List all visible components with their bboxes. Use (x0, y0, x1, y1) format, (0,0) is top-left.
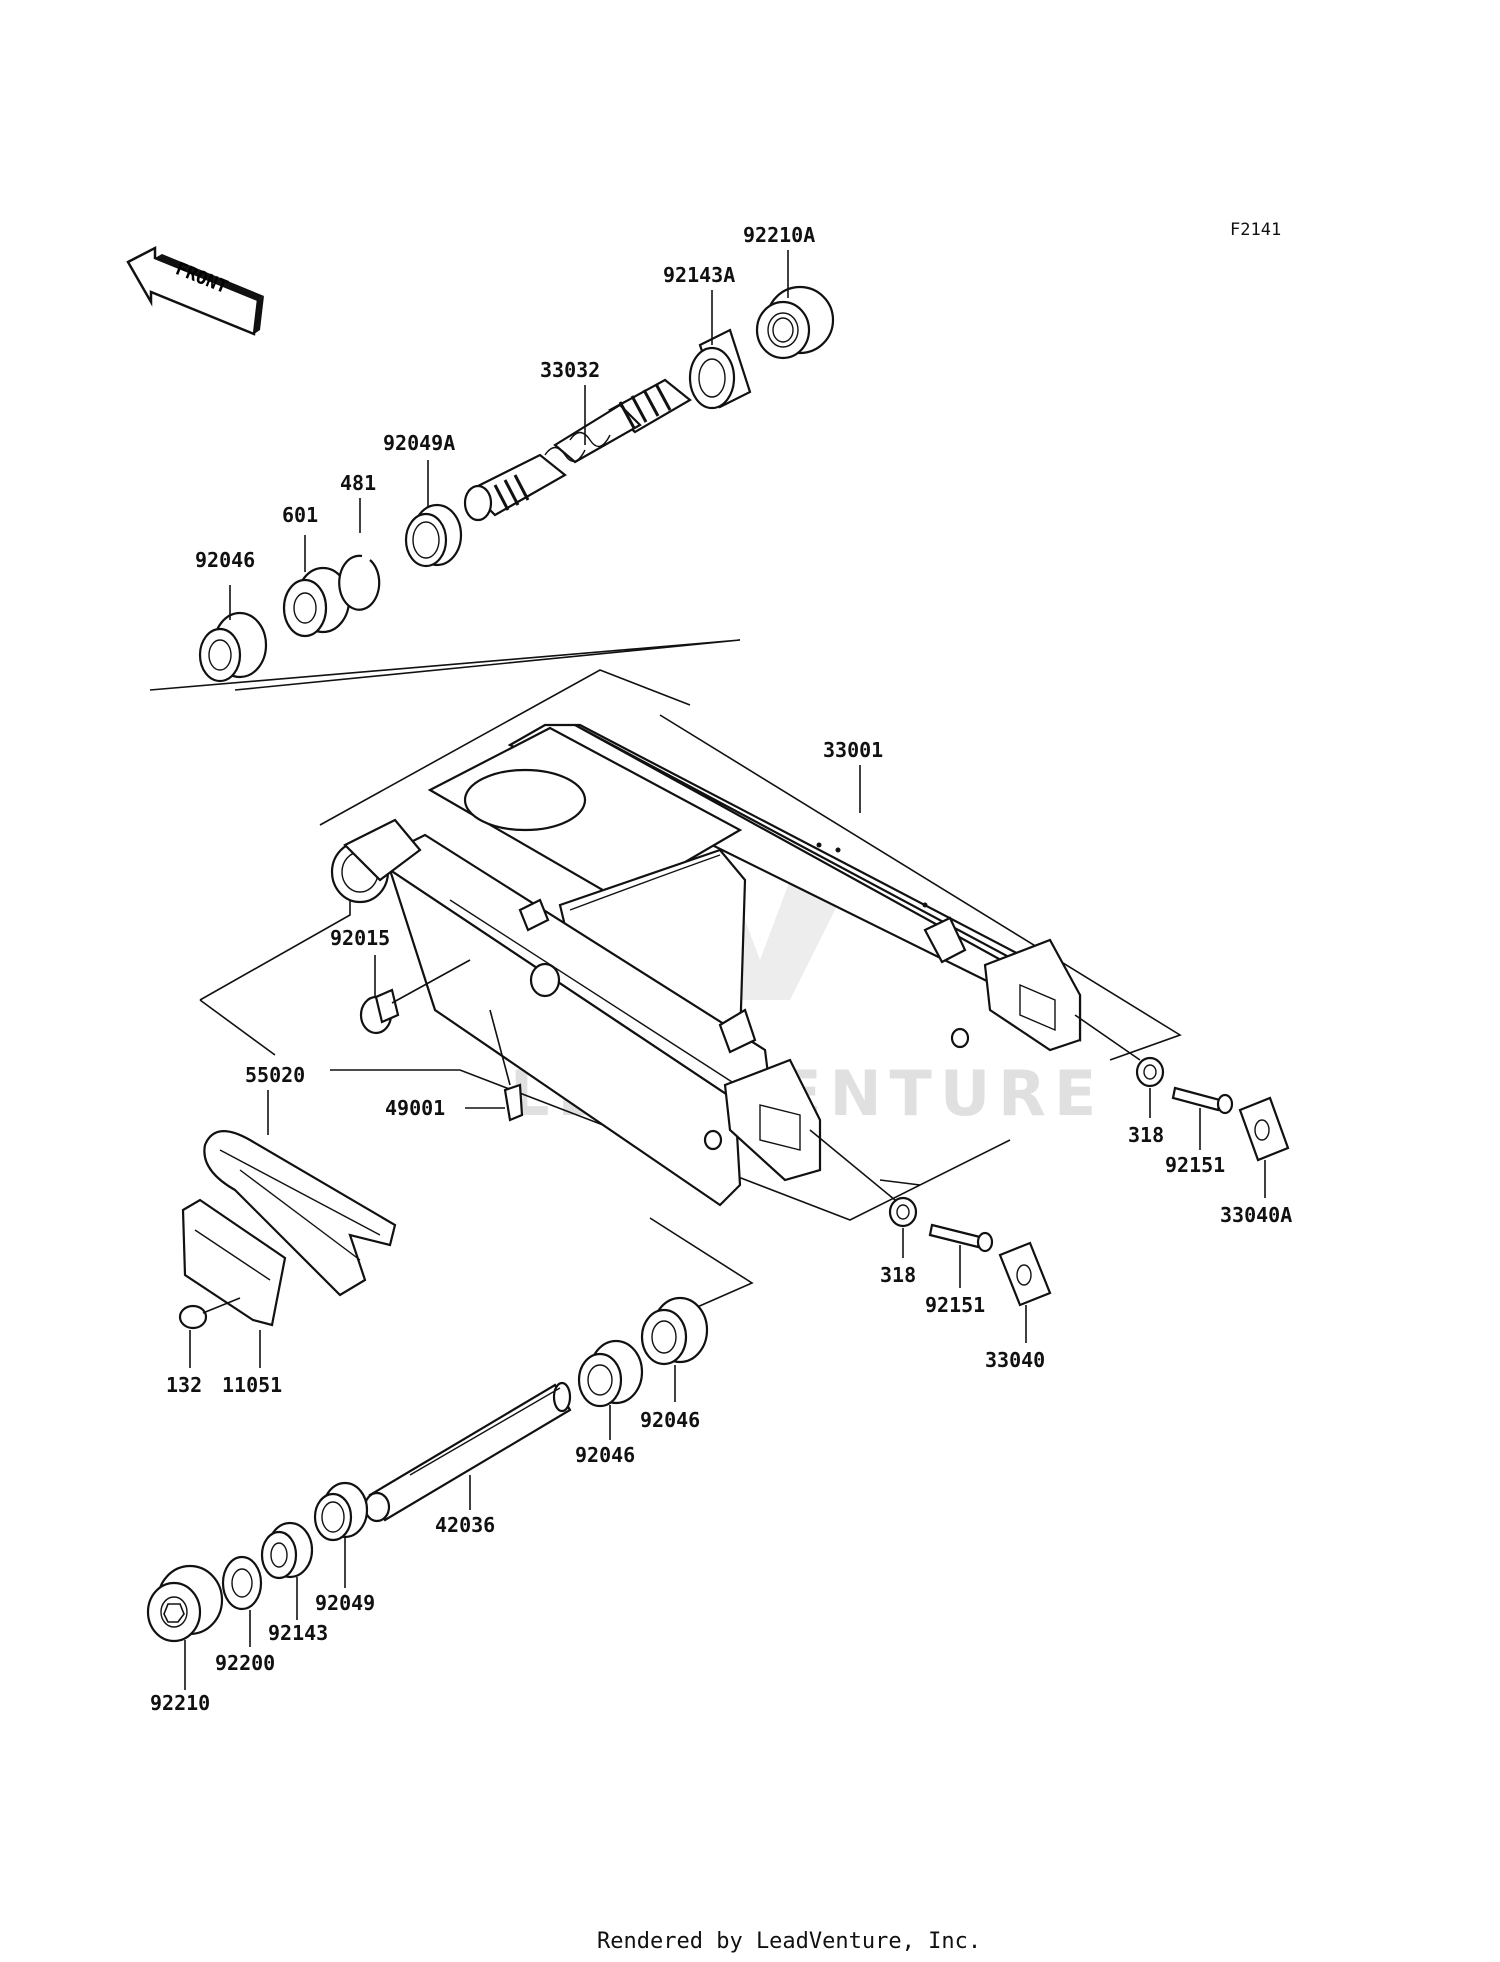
label-92049A: 92049A (383, 431, 455, 455)
nut-318-upper (1135, 1056, 1165, 1088)
label-33001: 33001 (823, 738, 883, 762)
label-92151-upper: 92151 (1165, 1153, 1225, 1177)
grease-nipple-49001 (489, 1009, 524, 1122)
label-318-lower: 318 (880, 1263, 916, 1287)
collar-92143A (688, 328, 752, 410)
collar-92049 (313, 1481, 369, 1542)
label-92210A: 92210A (743, 223, 815, 247)
chain-adjuster-33040 (998, 1241, 1052, 1307)
swingarm-boundary-leftcorner (199, 999, 276, 1056)
label-318-upper: 318 (1128, 1123, 1164, 1147)
washer-92200 (221, 1555, 263, 1611)
needle-bearing-92046-right (640, 1296, 709, 1366)
label-11051: 11051 (222, 1373, 282, 1397)
adjuster-bolt-92151-upper (1171, 1086, 1234, 1115)
label-92151-lower: 92151 (925, 1293, 985, 1317)
pivot-nut-92210 (146, 1564, 224, 1643)
swingarm-33001 (330, 723, 1082, 1207)
bracket-11051 (181, 1198, 287, 1327)
label-92046-top: 92046 (195, 548, 255, 572)
label-42036: 42036 (435, 1513, 495, 1537)
collar-92049A (404, 503, 463, 568)
diagram-code: F2141 (1230, 220, 1281, 240)
label-601: 601 (282, 503, 318, 527)
label-33040: 33040 (985, 1348, 1045, 1372)
label-92210: 92210 (150, 1691, 210, 1715)
label-92015: 92015 (330, 926, 390, 950)
swingarm-boundary-top (319, 669, 691, 826)
circlip-481 (338, 554, 381, 611)
pivot-shaft-42036 (363, 1381, 572, 1523)
needle-bearing-92046-left (577, 1339, 644, 1408)
front-arrow-icon: FRONT (126, 245, 264, 336)
leader-adjuster-upper (1074, 1014, 1141, 1061)
pivot-nut-92210A (755, 285, 835, 360)
label-49001: 49001 (385, 1096, 445, 1120)
label-33040A: 33040A (1220, 1203, 1292, 1227)
label-92143: 92143 (268, 1621, 328, 1645)
adjuster-bolt-92151-lower (928, 1223, 994, 1253)
label-481: 481 (340, 471, 376, 495)
needle-bearing-92046-top (198, 611, 268, 683)
label-92046-right: 92046 (640, 1408, 700, 1432)
group-bracket-bottom (649, 1217, 754, 1309)
leader-adjuster-lower (809, 1129, 896, 1201)
chain-adjuster-33040A (1238, 1096, 1290, 1162)
label-33032: 33032 (540, 358, 600, 382)
chain-guard-55020 (203, 1130, 397, 1297)
label-92143A: 92143A (663, 263, 735, 287)
swingarm-boundary-tail (879, 1179, 921, 1186)
label-132: 132 (166, 1373, 202, 1397)
pivot-shaft-33032 (463, 378, 692, 522)
bolt-132 (178, 1297, 241, 1330)
label-55020: 55020 (245, 1063, 305, 1087)
label-92046-left: 92046 (575, 1443, 635, 1467)
nut-318-lower (888, 1196, 918, 1228)
swingarm-boundary-right (659, 714, 1182, 1061)
footer-credit: Rendered by LeadVenture, Inc. (597, 1929, 981, 1954)
group-bracket-top (149, 639, 741, 691)
plug-92015 (359, 988, 400, 1035)
collar-92143 (260, 1521, 314, 1580)
label-92200: 92200 (215, 1651, 275, 1675)
ball-bearing-601 (282, 566, 351, 638)
label-92049: 92049 (315, 1591, 375, 1615)
